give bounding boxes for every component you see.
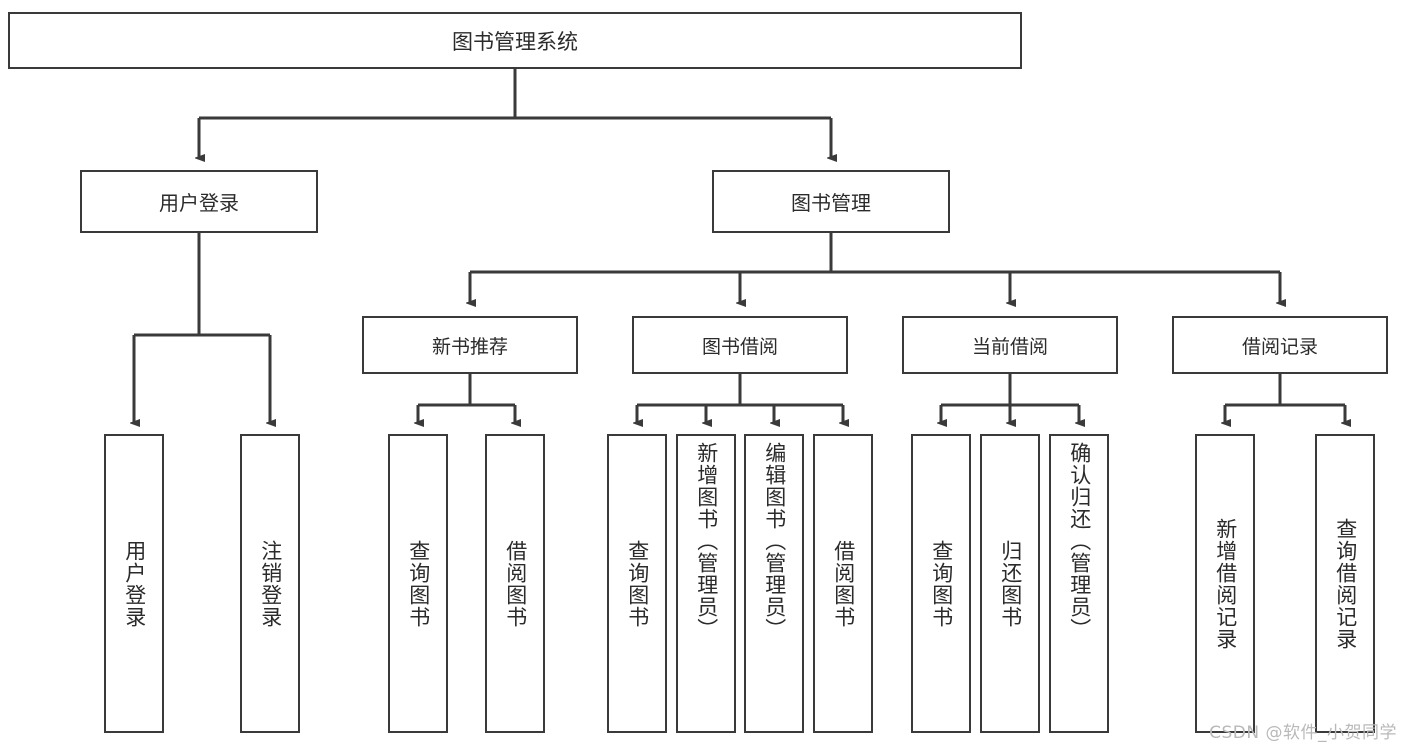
leaf-book-borrow-add[interactable]: 新增图书（管理员） (676, 434, 736, 733)
node-label: 确认归还（管理员） (1067, 442, 1092, 640)
node-label: 查询图书 (625, 539, 650, 628)
node-label: 注销登录 (258, 539, 283, 628)
node-book-borrow[interactable]: 图书借阅 (632, 316, 848, 374)
node-label: 新增图书（管理员） (694, 442, 719, 640)
leaf-borrow-record-add[interactable]: 新增借阅记录 (1195, 434, 1255, 733)
leaf-user-login-logout[interactable]: 注销登录 (240, 434, 300, 733)
node-root-library-system[interactable]: 图书管理系统 (8, 12, 1022, 69)
node-book-management[interactable]: 图书管理 (712, 170, 950, 233)
leaf-current-borrow-confirm-return[interactable]: 确认归还（管理员） (1049, 434, 1109, 733)
node-new-book-recommend[interactable]: 新书推荐 (362, 316, 578, 374)
node-label: 借阅图书 (831, 539, 856, 628)
leaf-borrow-record-query[interactable]: 查询借阅记录 (1315, 434, 1375, 733)
node-label: 借阅记录 (1241, 335, 1318, 358)
node-label: 借阅图书 (503, 539, 528, 628)
node-label: 图书管理系统 (452, 29, 578, 54)
node-label: 用户登录 (122, 539, 147, 628)
node-label: 新增借阅记录 (1213, 517, 1238, 650)
node-borrow-record[interactable]: 借阅记录 (1172, 316, 1388, 374)
node-label: 归还图书 (998, 539, 1023, 628)
node-label: 新书推荐 (431, 335, 508, 358)
node-label: 当前借阅 (971, 335, 1048, 358)
watermark-text: CSDN @软件_小贺同学 (1209, 723, 1397, 743)
node-label: 查询图书 (406, 539, 431, 628)
leaf-current-borrow-query[interactable]: 查询图书 (911, 434, 971, 733)
node-current-borrow[interactable]: 当前借阅 (902, 316, 1118, 374)
leaf-book-borrow-edit[interactable]: 编辑图书（管理员） (744, 434, 804, 733)
leaf-current-borrow-return[interactable]: 归还图书 (980, 434, 1040, 733)
leaf-new-book-query[interactable]: 查询图书 (388, 434, 448, 733)
node-label: 图书借阅 (701, 335, 778, 358)
leaf-book-borrow-query[interactable]: 查询图书 (607, 434, 667, 733)
leaf-new-book-borrow[interactable]: 借阅图书 (485, 434, 545, 733)
leaf-user-login-login[interactable]: 用户登录 (104, 434, 164, 733)
node-label: 图书管理 (791, 191, 871, 215)
node-label: 查询借阅记录 (1333, 517, 1358, 650)
leaf-book-borrow-borrow[interactable]: 借阅图书 (813, 434, 873, 733)
node-label: 查询图书 (929, 539, 954, 628)
node-label: 用户登录 (159, 191, 239, 215)
node-label: 编辑图书（管理员） (762, 442, 787, 640)
node-user-login[interactable]: 用户登录 (80, 170, 318, 233)
